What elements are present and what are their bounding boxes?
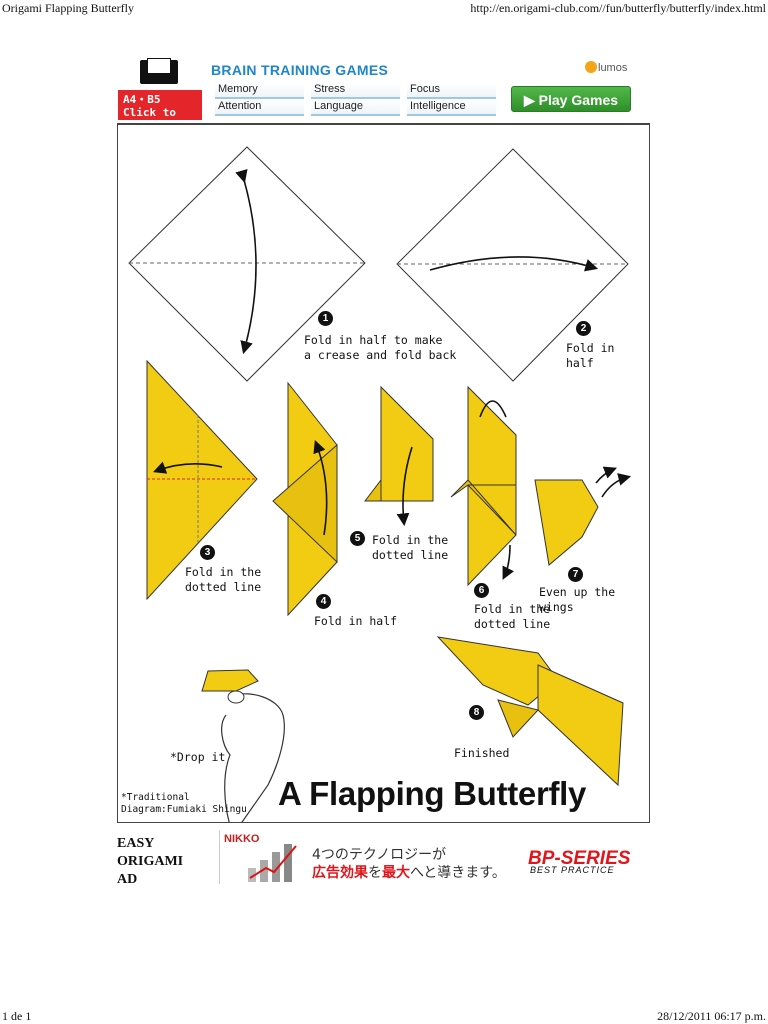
diagram-title: A Flapping Butterfly bbox=[278, 775, 587, 812]
step-8-instruction: Finished bbox=[454, 746, 510, 760]
nikko-logo: NIKKO bbox=[224, 833, 260, 845]
step-number-badge: 8 bbox=[469, 705, 484, 720]
lumos-dot-icon bbox=[585, 61, 597, 73]
ad-category-language[interactable]: Language bbox=[311, 100, 400, 116]
rising-graph-icon bbox=[248, 844, 297, 882]
diagram-credit: *Traditional Diagram:Fumiaki Shingu bbox=[121, 792, 247, 815]
print-paper-sizes: A4・B5 bbox=[123, 93, 161, 106]
ad-category-stress[interactable]: Stress bbox=[311, 83, 400, 99]
print-button-label: A4・B5 Click to Print bbox=[118, 90, 202, 132]
step-number-badge: 1 bbox=[318, 311, 333, 326]
step6-shape bbox=[450, 385, 517, 587]
ad-highlight-2: 最大 bbox=[382, 865, 410, 881]
lumos-logo[interactable]: lumos bbox=[585, 61, 627, 74]
step-number-badge: 3 bbox=[200, 545, 215, 560]
easy-origami-ad-label[interactable]: EASY ORIGAMI AD bbox=[117, 835, 183, 889]
step7-shape bbox=[534, 466, 632, 566]
step-6-instruction: Fold in the dotted line bbox=[474, 602, 551, 631]
bp-series-tagline: BEST PRACTICE bbox=[530, 865, 615, 875]
play-games-button[interactable]: ▶ Play Games bbox=[511, 86, 631, 112]
printer-paper-icon bbox=[147, 58, 171, 74]
step4-shape bbox=[272, 381, 338, 617]
ad-highlight-1: 広告効果 bbox=[312, 865, 368, 881]
print-page-title: Origami Flapping Butterfly bbox=[2, 1, 134, 15]
lumos-brand: lumos bbox=[598, 62, 628, 74]
ad-category-intelligence[interactable]: Intelligence bbox=[407, 100, 496, 116]
ad-particle: を bbox=[368, 865, 382, 881]
diagram-illustrations bbox=[128, 146, 632, 822]
nikko-ad-banner[interactable]: NIKKO 4つのテクノロジーが 広告効果を最大へと導きます。 BP-SERIE… bbox=[219, 830, 650, 884]
ad-side-text: EASY ORIGAMI AD bbox=[117, 836, 184, 887]
step-7-instruction: Even up the wings bbox=[539, 585, 616, 614]
print-datetime: 28/12/2011 06:17 p.m. bbox=[657, 1009, 766, 1023]
step-2-instruction: Fold in half bbox=[566, 341, 615, 370]
step-number-badge: 4 bbox=[316, 594, 331, 609]
step1-square bbox=[128, 146, 366, 382]
step-number-badge: 7 bbox=[568, 567, 583, 582]
step-1-instruction: Fold in half to make a crease and fold b… bbox=[304, 333, 457, 362]
ad-line-2-end: へと導きます。 bbox=[410, 865, 506, 881]
hand-illustration bbox=[201, 669, 285, 822]
ad-line-1: 4つのテクノロジーが bbox=[312, 847, 447, 863]
click-to-print-button[interactable]: A4・B5 Click to Print bbox=[118, 58, 202, 132]
step5-shape bbox=[363, 385, 434, 527]
step-number-badge: 2 bbox=[576, 321, 591, 336]
ad-category-attention[interactable]: Attention bbox=[215, 100, 304, 116]
brain-ad-title[interactable]: BRAIN TRAINING GAMES bbox=[211, 62, 389, 78]
finished-butterfly bbox=[436, 636, 624, 787]
ad-category-memory[interactable]: Memory bbox=[215, 83, 304, 99]
step-5-instruction: Fold in the dotted line bbox=[372, 533, 449, 562]
print-page-url: http://en.origami-club.com//fun/butterfl… bbox=[470, 1, 766, 15]
step2-square bbox=[396, 148, 629, 382]
step-number-badge: 5 bbox=[350, 531, 365, 546]
step-4-instruction: Fold in half bbox=[314, 614, 398, 628]
bp-series-logo: BP-SERIES bbox=[528, 848, 631, 869]
print-page-number: 1 de 1 bbox=[2, 1009, 32, 1023]
step3-triangle bbox=[146, 359, 258, 601]
step-3-instruction: Fold in the dotted line bbox=[185, 565, 262, 594]
ad-category-focus[interactable]: Focus bbox=[407, 83, 496, 99]
drop-instruction: *Drop it bbox=[170, 750, 226, 764]
origami-diagram: 1 Fold in half to make a crease and fold… bbox=[117, 123, 650, 823]
step-number-badge: 6 bbox=[474, 583, 489, 598]
ad-line-2: 広告効果を最大へと導きます。 bbox=[312, 862, 506, 882]
